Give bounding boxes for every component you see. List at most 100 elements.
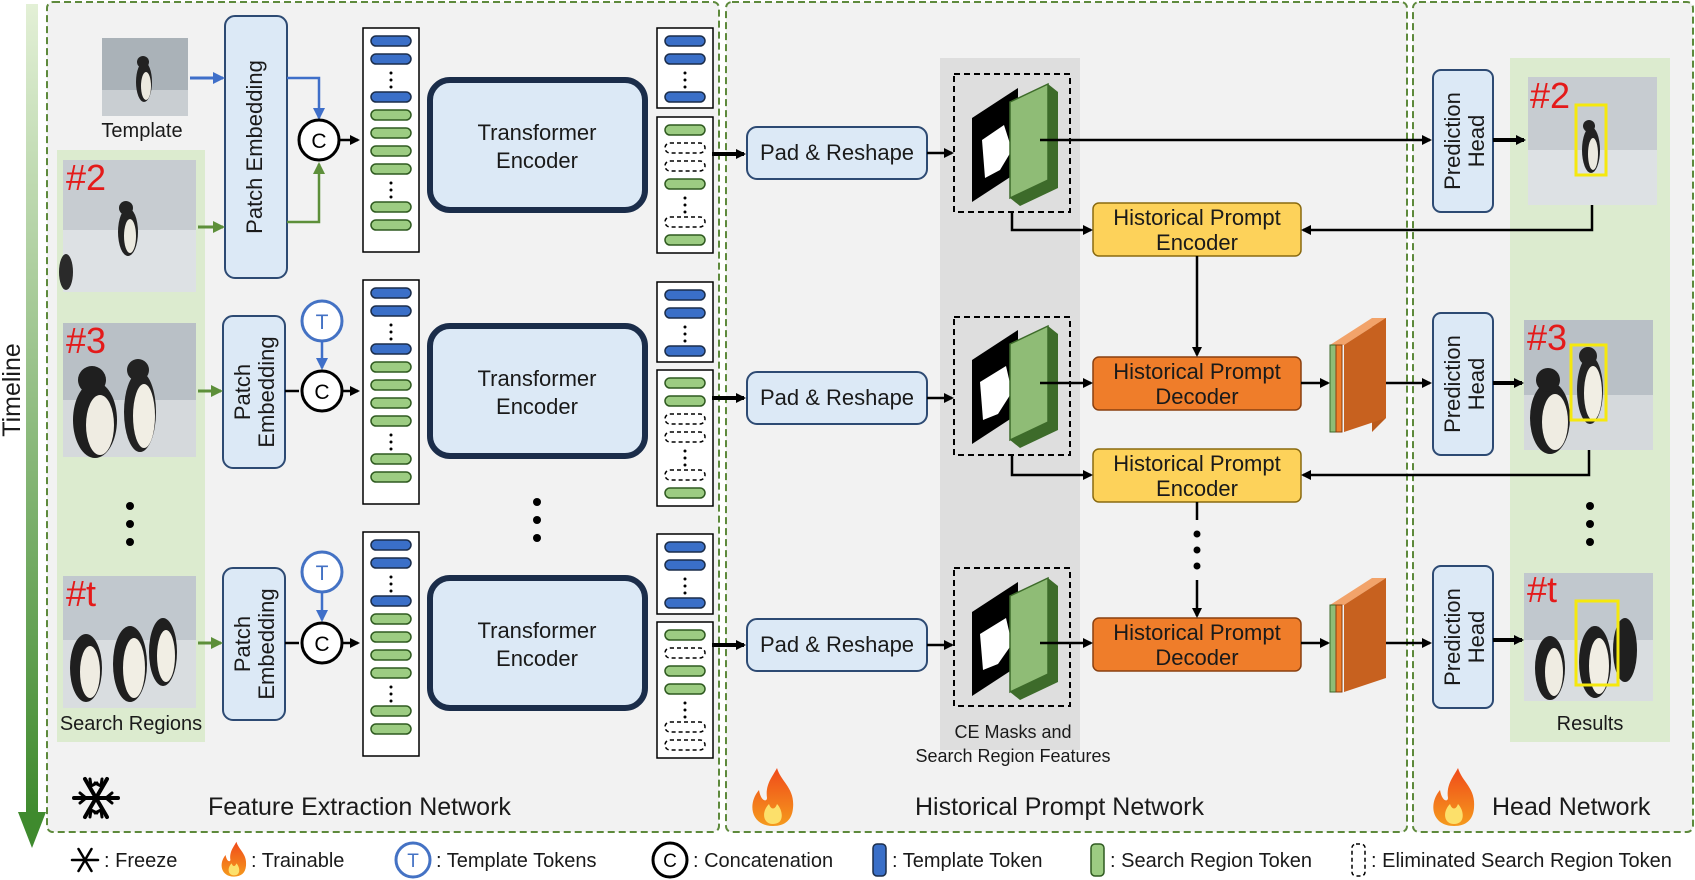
token-ellipsis-dot	[389, 337, 393, 341]
ce-mask-group-2	[953, 316, 1071, 456]
token-ellipsis-dot	[389, 85, 393, 89]
search-region-token	[664, 395, 706, 407]
ce-masks-label-1: CE Masks and	[954, 722, 1071, 742]
template-label: Template	[101, 120, 182, 142]
legend-template-tokens-icon	[394, 841, 432, 879]
hp-decoder-1-a: Historical Prompt	[1113, 359, 1280, 384]
legend-eliminated-token-icon	[1351, 843, 1366, 877]
template-token	[370, 53, 412, 65]
legend-template-token: : Template Token	[892, 850, 1042, 872]
ce-masks-label-2: Search Region Features	[915, 746, 1110, 766]
token-layer	[362, 27, 714, 759]
search-region-token	[370, 379, 412, 391]
template-token	[664, 345, 706, 357]
template-token	[664, 53, 706, 65]
fire-icon-head	[1433, 768, 1475, 826]
token-stack	[362, 27, 420, 253]
ellipsis-results	[1586, 502, 1594, 546]
template-token	[370, 287, 412, 299]
search-region-token	[370, 649, 412, 661]
pred-head-3-b: Head	[1464, 611, 1489, 664]
token-ellipsis-dot	[683, 325, 687, 329]
eliminated-token	[664, 431, 706, 443]
token-ellipsis-dot	[683, 196, 687, 200]
token-stack	[362, 531, 420, 757]
encoder-label-1a: Transformer	[478, 120, 597, 145]
search-region-token	[370, 471, 412, 483]
frame-label-t: #t	[66, 573, 96, 614]
legend-trainable: : Trainable	[251, 850, 344, 872]
token-stack	[656, 369, 714, 507]
head-panel-title: Head Network	[1492, 793, 1651, 821]
timeline-bar	[26, 4, 38, 816]
template-symbol-3: T	[316, 562, 329, 585]
search-region-token	[664, 487, 706, 499]
search-region-token	[370, 397, 412, 409]
feature-panel-title: Feature Extraction Network	[208, 793, 511, 821]
legend-snowflake-icon	[70, 847, 100, 873]
token-ellipsis-dot	[389, 78, 393, 82]
search-region-token	[370, 613, 412, 625]
patch-embedding-label-1: Patch Embedding	[242, 60, 267, 234]
eliminated-token	[664, 160, 706, 172]
patch-label-3a: Patch	[230, 616, 255, 672]
legend: : Freeze : Trainable T : Template Tokens…	[70, 841, 1672, 879]
search-region-image-2	[59, 160, 196, 292]
token-ellipsis-dot	[389, 188, 393, 192]
eliminated-token	[664, 469, 706, 481]
legend-search-region-token: : Search Region Token	[1110, 850, 1312, 872]
template-token	[370, 91, 412, 103]
result-image-2	[1528, 77, 1657, 205]
token-ellipsis-dot	[389, 440, 393, 444]
search-region-token	[664, 665, 706, 677]
hp-encoder-2-b: Encoder	[1156, 476, 1238, 501]
search-region-token	[664, 377, 706, 389]
token-ellipsis-dot	[683, 584, 687, 588]
result-image-t	[1524, 573, 1653, 701]
pred-head-3-a: Prediction	[1440, 588, 1465, 686]
token-ellipsis-dot	[389, 685, 393, 689]
ellipsis-encoders	[533, 498, 541, 542]
search-region-image-3	[63, 323, 196, 458]
patch-label-2a: Patch	[230, 364, 255, 420]
ce-mask-group-3	[953, 567, 1071, 707]
token-ellipsis-dot	[389, 447, 393, 451]
concat-symbol-3: C	[314, 633, 329, 656]
transformer-encoder-3	[427, 575, 648, 711]
token-ellipsis-dot	[389, 195, 393, 199]
fire-icon	[752, 768, 794, 826]
token-ellipsis-dot	[683, 85, 687, 89]
patch-label-2b: Embedding	[254, 336, 279, 447]
hp-decoder-2	[1092, 617, 1302, 672]
legend-template-tokens: : Template Tokens	[436, 850, 596, 872]
pad-reshape-label-1: Pad & Reshape	[760, 140, 914, 165]
ellipsis-historical	[1193, 530, 1201, 570]
template-image	[102, 38, 188, 116]
results-label: Results	[1557, 713, 1624, 735]
ce-mask-group-1	[953, 73, 1071, 213]
template-token	[664, 307, 706, 319]
pred-head-1-b: Head	[1464, 115, 1489, 168]
search-regions-label: Search Regions	[60, 713, 202, 735]
token-ellipsis-dot	[683, 715, 687, 719]
search-region-token	[370, 361, 412, 373]
hp-decoder-1-b: Decoder	[1155, 384, 1238, 409]
eliminated-token	[664, 142, 706, 154]
search-region-token	[664, 178, 706, 190]
result-label-2: #2	[1530, 75, 1570, 116]
token-ellipsis-dot	[389, 575, 393, 579]
encoder-label-3b: Encoder	[496, 646, 578, 671]
legend-fire-icon	[221, 841, 247, 877]
template-symbol-2: T	[316, 311, 329, 334]
concat-symbol-1: C	[311, 130, 326, 153]
token-ellipsis-dot	[683, 463, 687, 467]
token-ellipsis-dot	[683, 708, 687, 712]
template-token	[664, 597, 706, 609]
encoder-label-2a: Transformer	[478, 366, 597, 391]
search-region-token	[370, 109, 412, 121]
frame-label-3: #3	[66, 320, 106, 361]
token-ellipsis-dot	[389, 330, 393, 334]
token-ellipsis-dot	[683, 71, 687, 75]
token-ellipsis-dot	[683, 449, 687, 453]
timeline: Timeline	[0, 4, 46, 848]
